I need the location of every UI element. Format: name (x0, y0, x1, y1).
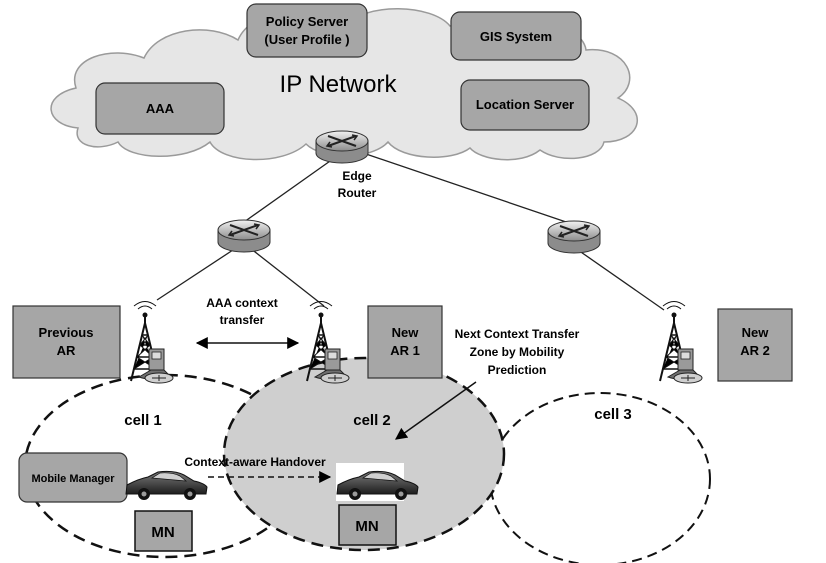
mn-left-label: MN (151, 524, 174, 541)
cell-1-label: cell 1 (124, 412, 162, 429)
prediction-label-line3: Prediction (488, 363, 547, 377)
previous-ar-box (12, 305, 121, 379)
network-links (156, 153, 665, 311)
aaa-context-transfer-sublabel: transfer (220, 313, 265, 327)
prediction-arrow (395, 381, 477, 440)
mn-left-box (134, 510, 193, 552)
edge-router-sublabel: Router (338, 186, 377, 200)
gis-system-label: GIS System (480, 29, 552, 44)
link-router-to-new-ar1 (249, 247, 325, 307)
mobile-manager-label: Mobile Manager (31, 473, 115, 485)
location-server-box (460, 79, 590, 131)
edge-router-label: Edge (342, 169, 372, 183)
ip-network-label: IP Network (280, 71, 398, 98)
previous-ar-sublabel: AR (57, 343, 76, 358)
prediction-label-line2: Zone by Mobility (470, 345, 565, 359)
aaa-box (95, 82, 225, 135)
mn-right-label: MN (355, 518, 378, 535)
right-router-icon (547, 220, 601, 254)
new-ar1-label: New (392, 325, 420, 340)
aaa-context-transfer-label: AAA context (206, 296, 278, 310)
mobile-node-car-icon (125, 470, 208, 501)
link-edge-to-left-router (243, 153, 341, 223)
prediction-label-line1: Next Context Transfer (455, 327, 580, 341)
aaa-label: AAA (146, 101, 175, 116)
policy-server-label: Policy Server (266, 14, 348, 29)
mobile-manager-box (18, 452, 128, 503)
gis-system-box (450, 11, 582, 61)
link-edge-to-right-router (365, 153, 573, 225)
previous-ar-label: Previous (39, 325, 94, 340)
cell-2-boundary (222, 356, 506, 552)
mn-right-box (338, 504, 397, 546)
policy-server-box (246, 3, 368, 58)
handover-label: Context-aware Handover (184, 455, 326, 469)
location-server-label: Location Server (476, 97, 574, 112)
new-ar1-sublabel: AR 1 (390, 343, 420, 358)
new-ar2-sublabel: AR 2 (740, 343, 770, 358)
link-router-to-previous-ar (156, 247, 237, 301)
ip-network-cloud: IP Network Policy Server (User Profile )… (50, 3, 638, 161)
edge-router-icon (315, 130, 369, 164)
left-router-icon (217, 219, 271, 253)
previous-base-station-icon (130, 300, 174, 384)
cell-2-label: cell 2 (353, 412, 391, 429)
new-ar2-base-station-icon (659, 300, 703, 384)
cell-3-label: cell 3 (594, 406, 632, 423)
policy-server-sublabel: (User Profile ) (264, 32, 349, 47)
new-ar1-box (367, 305, 443, 379)
link-router-to-new-ar2 (577, 249, 665, 311)
new-ar2-box (717, 308, 793, 382)
new-ar2-label: New (742, 325, 770, 340)
